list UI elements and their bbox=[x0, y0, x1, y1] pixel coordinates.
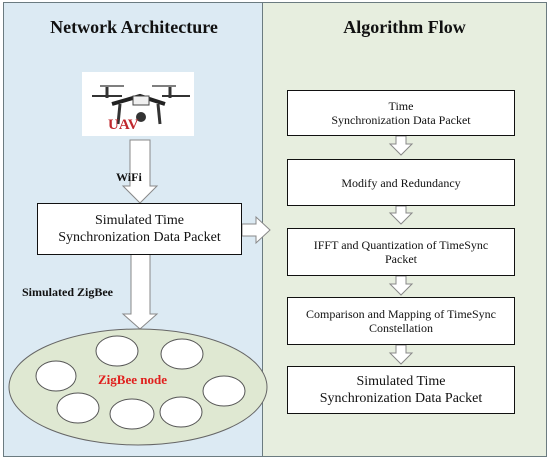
wifi-label: WiFi bbox=[116, 170, 142, 184]
algorithm-flow-title: Algorithm Flow bbox=[343, 17, 466, 37]
flow-step-1: Time Synchronization Data Packet bbox=[287, 90, 515, 136]
flow-step-5: Simulated Time Synchronization Data Pack… bbox=[287, 366, 515, 414]
flow-step-1-line1: Time bbox=[388, 99, 414, 113]
uav-label: UAV bbox=[108, 117, 139, 133]
flow-step-5-line2: Synchronization Data Packet bbox=[319, 391, 483, 406]
simulated-time-sync-packet-box: Simulated Time Synchronization Data Pack… bbox=[37, 203, 242, 255]
sim-box-line1: Simulated Time bbox=[94, 213, 185, 228]
flow-step-2-line1: Modify and Redundancy bbox=[341, 175, 461, 190]
flow-step-1-line2: Synchronization Data Packet bbox=[331, 113, 471, 127]
sim-box-line2: Synchronization Data Packet bbox=[58, 230, 221, 245]
flow-step-5-line1: Simulated Time bbox=[356, 374, 446, 389]
quadcopter-drone-icon bbox=[82, 72, 194, 136]
flow-step-4: Comparison and Mapping of TimeSync Const… bbox=[287, 297, 515, 345]
zigbee-node-label: ZigBee node bbox=[98, 372, 167, 387]
flow-step-2: Modify and Redundancy bbox=[287, 159, 515, 206]
flow-step-3-line2: Packet bbox=[385, 252, 417, 266]
flow-step-3: IFFT and Quantization of TimeSync Packet bbox=[287, 228, 515, 276]
flow-step-3-line1: IFFT and Quantization of TimeSync bbox=[313, 238, 489, 252]
simulated-zigbee-label: Simulated ZigBee bbox=[22, 285, 114, 299]
network-architecture-title: Network Architecture bbox=[50, 17, 218, 37]
flow-step-4-line2: Constellation bbox=[369, 321, 433, 335]
flow-step-4-line1: Comparison and Mapping of TimeSync bbox=[305, 307, 496, 321]
